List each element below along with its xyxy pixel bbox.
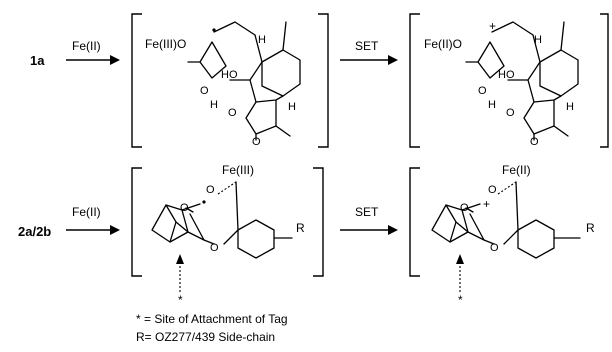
o-label-carbonyl: O: [252, 136, 261, 148]
reaction-arrow-fe-row1: Fe(II): [66, 39, 120, 65]
h-label-right-2: H: [566, 101, 574, 113]
o-label-lower: O: [228, 107, 237, 119]
fe-ii-o-label: Fe(II)O: [424, 37, 462, 51]
compound-2a-2b-label: 2a/2b: [18, 224, 51, 239]
fe-iii-o-label: Fe(III)O: [145, 37, 186, 51]
bracket-left-row2-close: [313, 167, 324, 277]
o-label-ester-right: O: [490, 242, 499, 254]
ho-label-right: HO: [498, 69, 515, 81]
radical-dot-row2: [202, 200, 206, 204]
o-label-carbonyl-right-2: O: [460, 202, 469, 214]
reaction-arrow-fe-row2: Fe(II): [66, 205, 120, 235]
bracket-left-row1-open: [131, 13, 142, 148]
star-right: *: [458, 293, 463, 307]
o-label-ester-left: O: [210, 242, 219, 254]
h-label-right: H: [288, 101, 296, 113]
reaction-arrow-set-row2: SET: [340, 205, 398, 235]
bracket-right-row1-open: [409, 13, 420, 148]
cation-adamantyl-structure: + Fe(II) O O O R *: [431, 163, 595, 307]
radical-dot: [212, 28, 216, 32]
r-group-left: R: [296, 221, 305, 235]
bracket-left-row1-close: [318, 13, 329, 148]
r-group-right: R: [586, 221, 595, 235]
bracket-right-row1-close: [600, 13, 609, 148]
legend-attachment-note: * = Site of Attachment of Tag: [136, 312, 288, 326]
radical-adamantyl-structure: Fe(III) O O O R *: [151, 163, 305, 307]
fe-ii-label: Fe(II): [502, 163, 531, 177]
o-label-ring-right: O: [478, 85, 487, 97]
h-label-top-right: H: [534, 34, 542, 46]
o-label-lower-right: O: [506, 107, 515, 119]
ho-label: HO: [221, 69, 238, 81]
compound-1a-label: 1a: [30, 53, 45, 68]
legend-r-group-note: R= OZ277/439 Side-chain: [136, 330, 275, 344]
o-label-carbonyl-right: O: [530, 136, 539, 148]
o-label-cation: O: [488, 184, 497, 196]
reagent-label-row2: Fe(II): [72, 205, 101, 219]
h-label-left-right: H: [488, 99, 496, 111]
o-label-radical: O: [206, 184, 215, 196]
radical-intermediate-structure: Fe(III)O H HO H O H O O: [145, 21, 301, 148]
cation-plus: +: [489, 19, 496, 33]
o-label-carbonyl-left: O: [180, 202, 189, 214]
h-label-top: H: [258, 34, 266, 46]
h-label-left: H: [210, 99, 218, 111]
bracket-left-row2-open: [131, 167, 142, 277]
fe-iii-label: Fe(III): [222, 163, 254, 177]
cation-plus-row2: +: [483, 197, 490, 211]
reaction-arrow-set-row1: SET: [340, 39, 398, 65]
cation-intermediate-structure: Fe(II)O + H HO H O H O O: [424, 19, 579, 148]
star-left: *: [178, 293, 183, 307]
reagent-label-row1: Fe(II): [72, 39, 101, 53]
o-label-ring-left: O: [200, 85, 209, 97]
bracket-right-row2-open: [409, 167, 420, 277]
set-label-row1: SET: [355, 39, 379, 53]
set-label-row2: SET: [355, 205, 379, 219]
